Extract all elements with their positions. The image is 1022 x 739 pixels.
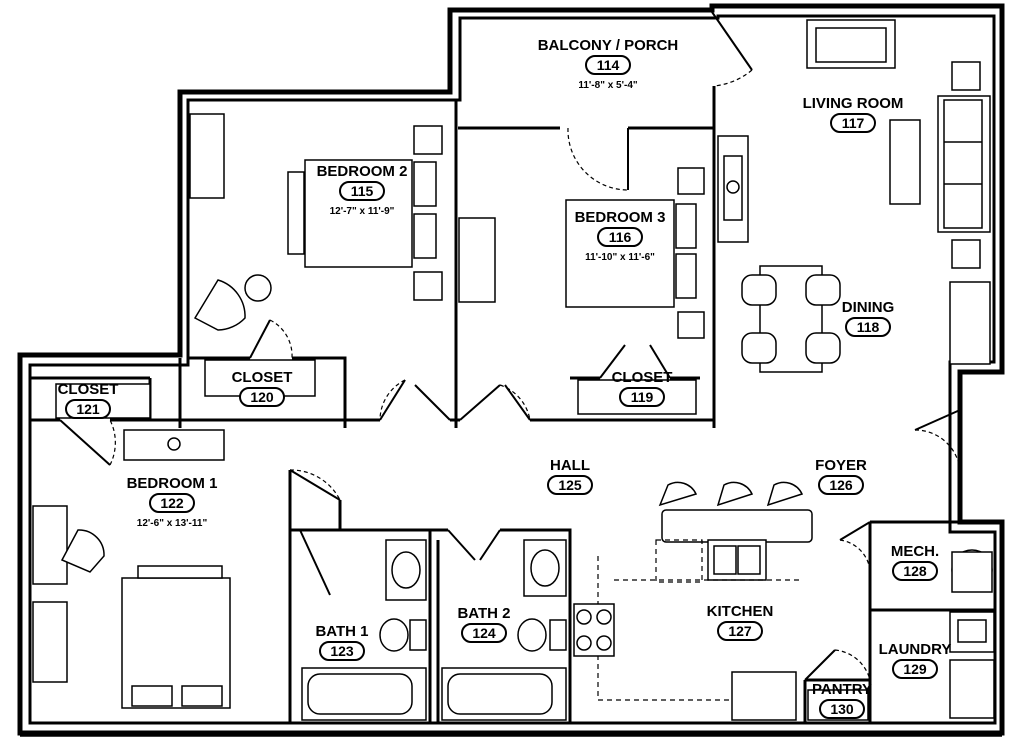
room-label-closet120: CLOSET 120	[232, 369, 293, 407]
interior-walls	[30, 86, 995, 723]
room-name: CLOSET	[232, 369, 293, 386]
room-number: 118	[857, 319, 880, 335]
room-label-closet119: CLOSET 119	[612, 369, 673, 407]
room-label-bedroom3: BEDROOM 3 116 11'-10" x 11'-6"	[575, 209, 666, 263]
room-number-badge	[239, 387, 285, 407]
room-number-badge	[892, 659, 938, 679]
room-label-closet121: CLOSET 121	[58, 381, 119, 419]
room-name: BATH 1	[315, 623, 368, 640]
room-name: LAUNDRY	[879, 641, 952, 658]
room-number-badge	[830, 113, 876, 133]
room-name: BEDROOM 3	[575, 209, 666, 226]
room-name: CLOSET	[58, 381, 119, 398]
room-name: LIVING ROOM	[803, 95, 904, 112]
room-name: HALL	[550, 457, 590, 474]
room-number: 130	[830, 701, 854, 717]
room-label-laundry: LAUNDRY 129	[879, 641, 952, 679]
room-number-badge	[619, 387, 665, 407]
room-label-bath1: BATH 1 123	[315, 623, 369, 661]
room-number-badge	[319, 641, 365, 661]
room-number: 122	[160, 495, 184, 511]
room-name: MECH.	[891, 543, 939, 560]
room-name: BALCONY / PORCH	[538, 37, 679, 54]
room-number: 129	[903, 661, 927, 677]
room-labels: BALCONY / PORCH 114 11'-8" x 5'-4" BEDROOM …	[58, 37, 952, 719]
room-label-kitchen: KITCHEN 127	[707, 603, 774, 641]
room-label-bedroom1: BEDROOM 1 122 12'-6" x 13'-11"	[127, 475, 218, 529]
room-label-balcony: BALCONY / PORCH 114 11'-8" x 5'-4"	[538, 37, 679, 91]
room-label-bedroom2: BEDROOM 2 115 12'-7" x 11'-9"	[317, 163, 408, 217]
room-number-badge	[547, 475, 593, 495]
room-number: 115	[351, 183, 374, 199]
room-number-badge	[65, 399, 111, 419]
room-name: BATH 2	[457, 605, 510, 622]
room-number: 125	[558, 477, 582, 493]
room-number-badge	[892, 561, 938, 581]
doors	[59, 11, 961, 681]
room-name: PANTRY	[812, 681, 872, 698]
room-number: 117	[842, 115, 865, 131]
room-label-dining: DINING 118	[842, 299, 895, 337]
room-number-badge	[717, 621, 763, 641]
room-label-bath2: BATH 2 124	[457, 605, 511, 643]
room-number-badge	[585, 55, 631, 75]
room-name: FOYER	[815, 457, 867, 474]
room-number: 127	[728, 623, 752, 639]
room-number: 124	[472, 625, 496, 641]
room-dimensions: 12'-6" x 13'-11"	[137, 518, 208, 529]
room-label-pantry: PANTRY 130	[812, 681, 872, 719]
room-number: 116	[609, 229, 632, 245]
room-label-foyer: FOYER 126	[815, 457, 867, 495]
room-dimensions: 11'-10" x 11'-6"	[585, 252, 655, 263]
room-number-badge	[597, 227, 643, 247]
room-dimensions: 12'-7" x 11'-9"	[330, 206, 395, 217]
room-name: BEDROOM 2	[317, 163, 408, 180]
room-label-mech: MECH. 128	[891, 543, 939, 581]
room-number-badge	[339, 181, 385, 201]
room-label-living: LIVING ROOM 117	[803, 95, 904, 133]
room-number: 114	[597, 57, 620, 73]
room-number: 126	[829, 477, 853, 493]
room-number: 119	[631, 389, 654, 405]
room-number-badge	[818, 475, 864, 495]
room-number: 123	[330, 643, 354, 659]
room-label-hall: HALL 125	[547, 457, 593, 495]
room-number-badge	[149, 493, 195, 513]
room-number: 121	[76, 401, 100, 417]
room-number-badge	[819, 699, 865, 719]
room-name: DINING	[842, 299, 895, 316]
room-name: BEDROOM 1	[127, 475, 218, 492]
room-dimensions: 11'-8" x 5'-4"	[578, 80, 638, 91]
room-number: 128	[903, 563, 927, 579]
room-name: CLOSET	[612, 369, 673, 386]
room-number-badge	[461, 623, 507, 643]
exterior-walls	[17, 3, 1005, 736]
room-number-badge	[845, 317, 891, 337]
room-number: 120	[250, 389, 274, 405]
room-name: KITCHEN	[707, 603, 774, 620]
